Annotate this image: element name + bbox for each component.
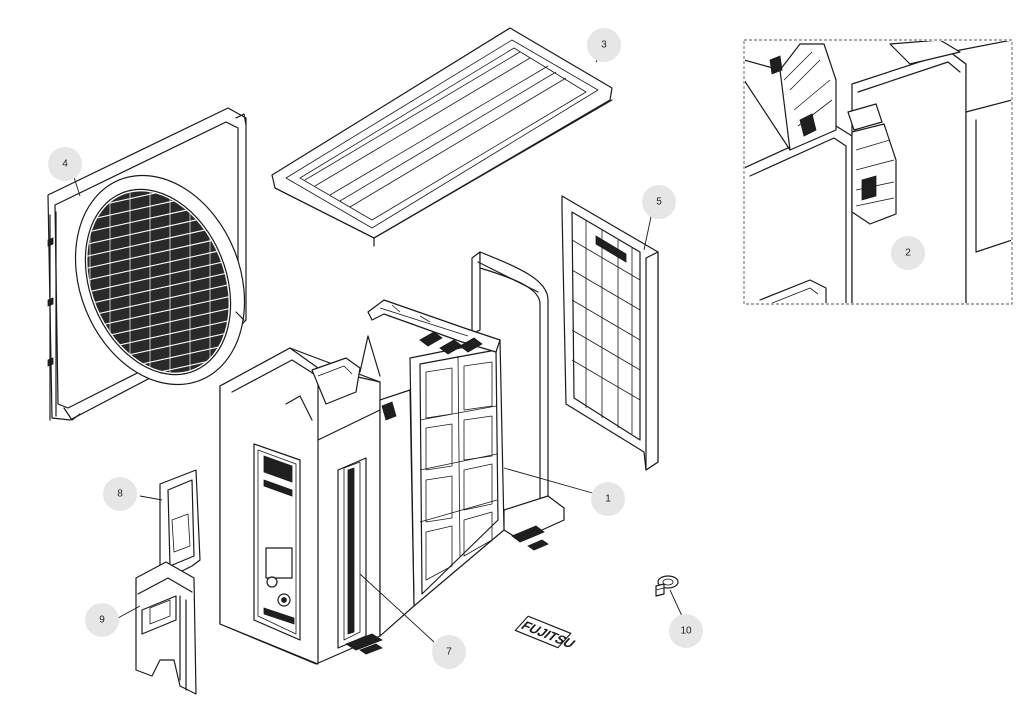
callout-8: 8 [103,477,137,511]
callout-3: 3 [587,28,621,62]
part-fan-guard [47,107,251,421]
leader-7 [359,573,435,643]
detail-inset [743,39,1013,305]
part-top-panel [271,27,613,247]
callout-label: 1 [605,494,611,505]
callout-label: 8 [117,489,123,500]
leader-10 [669,589,683,617]
callout-label: 7 [446,647,452,658]
part-front-housing [219,335,415,665]
callout-10: 10 [669,614,703,648]
callout-label: 3 [601,40,607,51]
part-side-mesh-panel [561,195,659,471]
part-drain-cap [655,575,679,597]
leader-1 [503,467,597,495]
callout-2: 2 [891,236,925,270]
callout-label: 10 [680,626,692,637]
callout-label: 4 [62,159,68,170]
leader-lines [72,47,683,643]
callout-label: 9 [99,615,105,626]
callout-label: 2 [905,248,911,259]
leader-8 [139,495,163,501]
callout-label: 5 [656,197,662,208]
callout-1: 1 [591,482,625,516]
callout-9: 9 [85,603,119,637]
callout-4: 4 [48,147,82,181]
leader-9 [117,605,141,619]
callout-7: 7 [432,635,466,669]
brand-emblem: FUJITSU [514,615,578,651]
leader-5 [643,211,653,251]
part-valve-cover [135,561,197,695]
callout-5: 5 [642,185,676,219]
